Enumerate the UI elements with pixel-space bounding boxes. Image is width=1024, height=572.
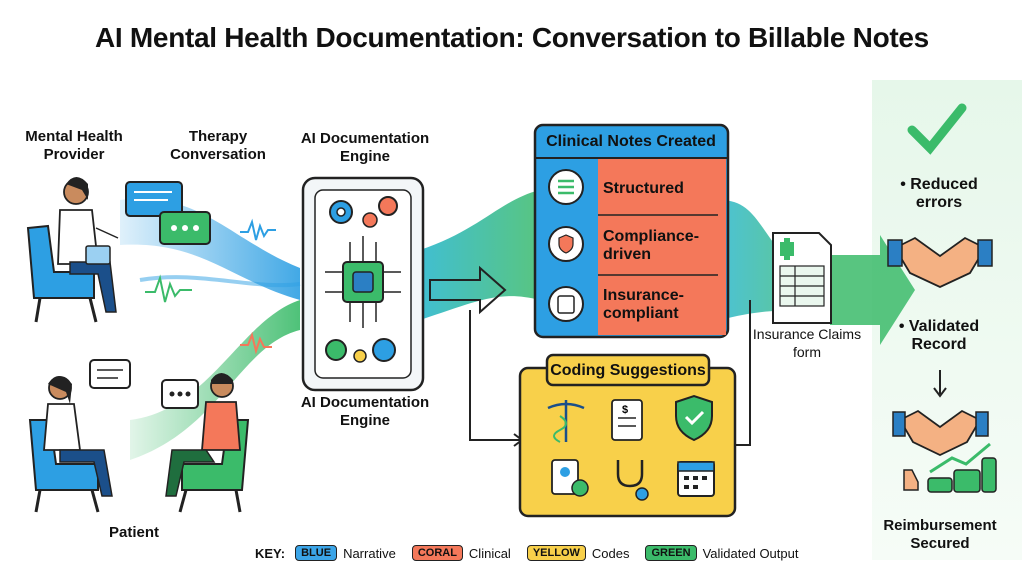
- chat-bubble-icon: [89, 359, 199, 409]
- handshake-icon: [892, 409, 989, 456]
- check-icon: [907, 103, 967, 155]
- provider-label: Mental Health Provider: [25, 128, 123, 163]
- stethoscope-icon: [616, 460, 649, 501]
- patient-label: Patient: [108, 524, 159, 541]
- wave-green: [145, 274, 192, 303]
- engine-label-bottom: AI Documentation Engine: [300, 394, 430, 429]
- legend-chip-coral: CORAL: [411, 545, 463, 561]
- legend-text-blue: Narrative: [343, 545, 396, 561]
- gear-icon: [325, 196, 398, 363]
- chat-bubble-icon: [125, 181, 211, 245]
- clinical-notes-panel: [533, 123, 730, 339]
- engine-label-top: AI Documentation Engine: [300, 130, 430, 165]
- claims-label: Insurance Claims form: [752, 326, 862, 360]
- money-growth-icon: [903, 442, 997, 493]
- legend-chip-blue: BLUE: [295, 545, 338, 561]
- note-item-insurance: Insurance-compliant: [603, 287, 684, 322]
- engine-notes-band: [420, 190, 540, 320]
- wave-coral: [240, 331, 272, 355]
- outcome-reduced-errors: • Reduced errors: [900, 176, 978, 211]
- caduceus-icon: [547, 400, 585, 443]
- shield-check-icon: [675, 394, 713, 442]
- outcome-validated-record: • Validated Record: [898, 318, 980, 353]
- legend-chip-green: GREEN: [645, 545, 697, 561]
- legend-text-coral: Clinical: [468, 545, 511, 561]
- coding-panel: $: [518, 353, 737, 518]
- conversation-label: Therapy Conversation: [170, 128, 266, 163]
- legend-text-yellow: Codes: [591, 545, 630, 561]
- wave-blue: [240, 218, 276, 241]
- patient-figure-2: [165, 373, 250, 513]
- outcome-reimbursement: Reimbursement Secured: [883, 517, 997, 552]
- claims-form-icon: [772, 232, 832, 324]
- ai-engine-box: [301, 176, 425, 392]
- coding-title: Coding Suggestions: [550, 362, 706, 379]
- handshake-icon: [887, 236, 993, 288]
- calendar-icon: [677, 461, 715, 497]
- patient-figure: [28, 376, 113, 513]
- note-item-compliance: Compliance-driven: [603, 228, 700, 263]
- svg-text:$: $: [622, 404, 628, 416]
- engine-arrow: [429, 265, 507, 315]
- id-card-icon: [551, 459, 589, 497]
- provider-figure: [26, 177, 119, 323]
- page-title: AI Mental Health Documentation: Conversa…: [95, 22, 929, 53]
- legend: KEY: BLUE Narrative CORAL Clinical YELLO…: [255, 545, 808, 561]
- legend-label: KEY:: [255, 545, 286, 561]
- clinical-notes-title: Clinical Notes Created: [546, 133, 716, 150]
- invoice-icon: $: [611, 399, 643, 441]
- legend-chip-yellow: YELLOW: [526, 545, 586, 561]
- note-item-structured: Structured: [603, 180, 684, 197]
- legend-text-green: Validated Output: [702, 545, 799, 561]
